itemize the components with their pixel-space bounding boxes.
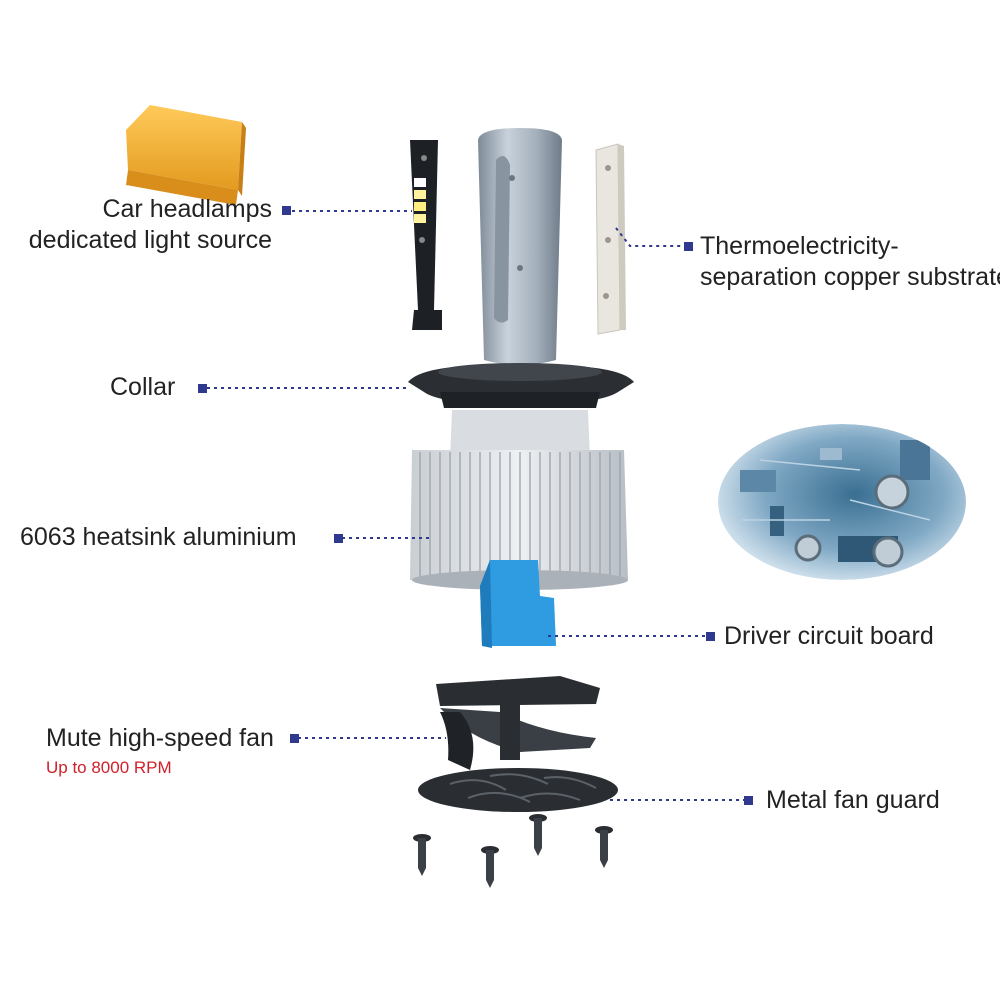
- collar-ring: [408, 363, 634, 408]
- callout-lines: [207, 210, 750, 801]
- label-fan-speed: Up to 8000 RPM: [46, 758, 172, 777]
- copper-substrate-plate: [595, 143, 626, 335]
- bulb-body: [478, 128, 562, 365]
- heatsink-fins: [410, 410, 628, 590]
- label-fan: Mute high-speed fan: [46, 724, 274, 752]
- screw-set: [413, 814, 613, 888]
- metal-fan-guard: [418, 768, 618, 812]
- label-light-source: Car headlamps dedicated light source: [29, 194, 272, 256]
- label-collar: Collar: [110, 373, 176, 401]
- label-light-source-line1: Car headlamps: [102, 195, 272, 223]
- label-fan-guard: Metal fan guard: [766, 786, 940, 814]
- led-light-source-strip: [410, 140, 442, 330]
- circuit-board-photo: [718, 424, 966, 580]
- label-substrate-line2: separation copper substrate: [700, 263, 1000, 291]
- driver-circuit-board: [480, 560, 556, 648]
- fan-rotor: [436, 676, 600, 770]
- callout-markers: [198, 206, 753, 805]
- label-substrate-line1: Thermoelectricity-: [700, 232, 899, 260]
- callout-substrate-line: [615, 227, 684, 247]
- label-substrate: Thermoelectricity- separation copper sub…: [700, 231, 1000, 293]
- label-light-source-line2: dedicated light source: [28, 226, 272, 254]
- led-chip-block-icon: [126, 105, 246, 205]
- label-heatsink: 6063 heatsink aluminium: [20, 523, 297, 551]
- label-driver: Driver circuit board: [724, 622, 934, 650]
